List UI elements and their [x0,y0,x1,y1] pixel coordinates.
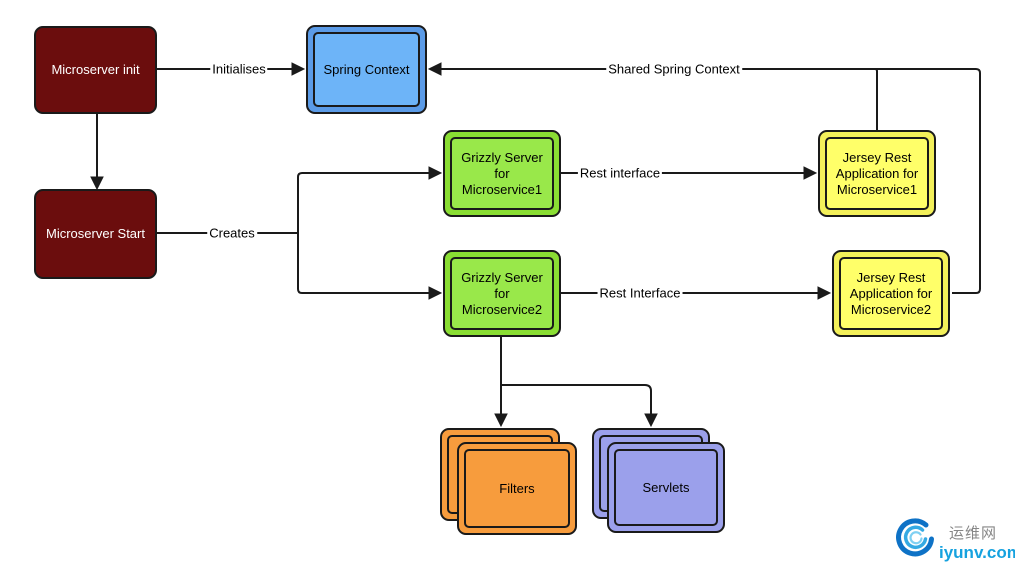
node-grizzly-server-2-label: Grizzly Server for Microservice2 [450,257,554,330]
node-grizzly-server-2: Grizzly Server for Microservice2 [443,250,561,337]
arrowhead-filters [494,413,508,428]
node-filters-label: Filters [464,449,570,528]
node-spring-context-label: Spring Context [313,32,420,107]
arrowhead-creates-grizzly1 [428,166,443,180]
node-jersey-rest-2: Jersey Rest Application for Microservice… [832,250,950,337]
edge-creates-branch-down [297,233,429,294]
arrowhead-initialises [291,62,306,76]
node-filters: Filters [457,442,577,535]
node-grizzly-server-1: Grizzly Server for Microservice1 [443,130,561,217]
arrowhead-rest-interface-2 [817,286,832,300]
edge-jersey1-to-shared [874,68,878,132]
node-servlets: Servlets [607,442,725,533]
edge-shared-spring-context [441,68,981,294]
edge-label-rest-interface-2: Rest Interface [597,285,683,301]
node-microserver-start-label: Microserver Start [46,226,145,241]
arrowhead-shared-spring-context [427,62,442,76]
node-jersey-rest-1: Jersey Rest Application for Microservice… [818,130,936,217]
watermark: 运维网 iyunv.com [893,516,1015,562]
node-jersey-rest-2-label: Jersey Rest Application for Microservice… [839,257,943,330]
node-microserver-init-label: Microserver init [51,62,140,77]
edge-grizzly2-to-servlets [501,384,652,414]
arrowhead-servlets [644,413,658,428]
edge-label-rest-interface-1: Rest interface [577,165,663,181]
node-servlets-label: Servlets [614,449,718,526]
iyunv-logo-icon [896,518,934,557]
arrowhead-creates-grizzly2 [428,286,443,300]
arrowhead-init-to-start [90,176,104,191]
arrowhead-rest-interface-1 [803,166,818,180]
node-spring-context: Spring Context [306,25,427,114]
edge-label-initialises: Initialises [210,61,268,77]
watermark-domain: iyunv.com [939,543,1015,562]
edge-label-creates: Creates [207,225,257,241]
node-grizzly-server-1-label: Grizzly Server for Microservice1 [450,137,554,210]
node-jersey-rest-1-label: Jersey Rest Application for Microservice… [825,137,929,210]
watermark-site-name: 运维网 [949,525,998,542]
node-microserver-init: Microserver init [34,26,157,114]
node-microserver-start: Microserver Start [34,189,157,279]
edge-creates-branch-up [297,172,429,233]
edge-label-shared-spring-context: Shared Spring Context [606,61,742,77]
